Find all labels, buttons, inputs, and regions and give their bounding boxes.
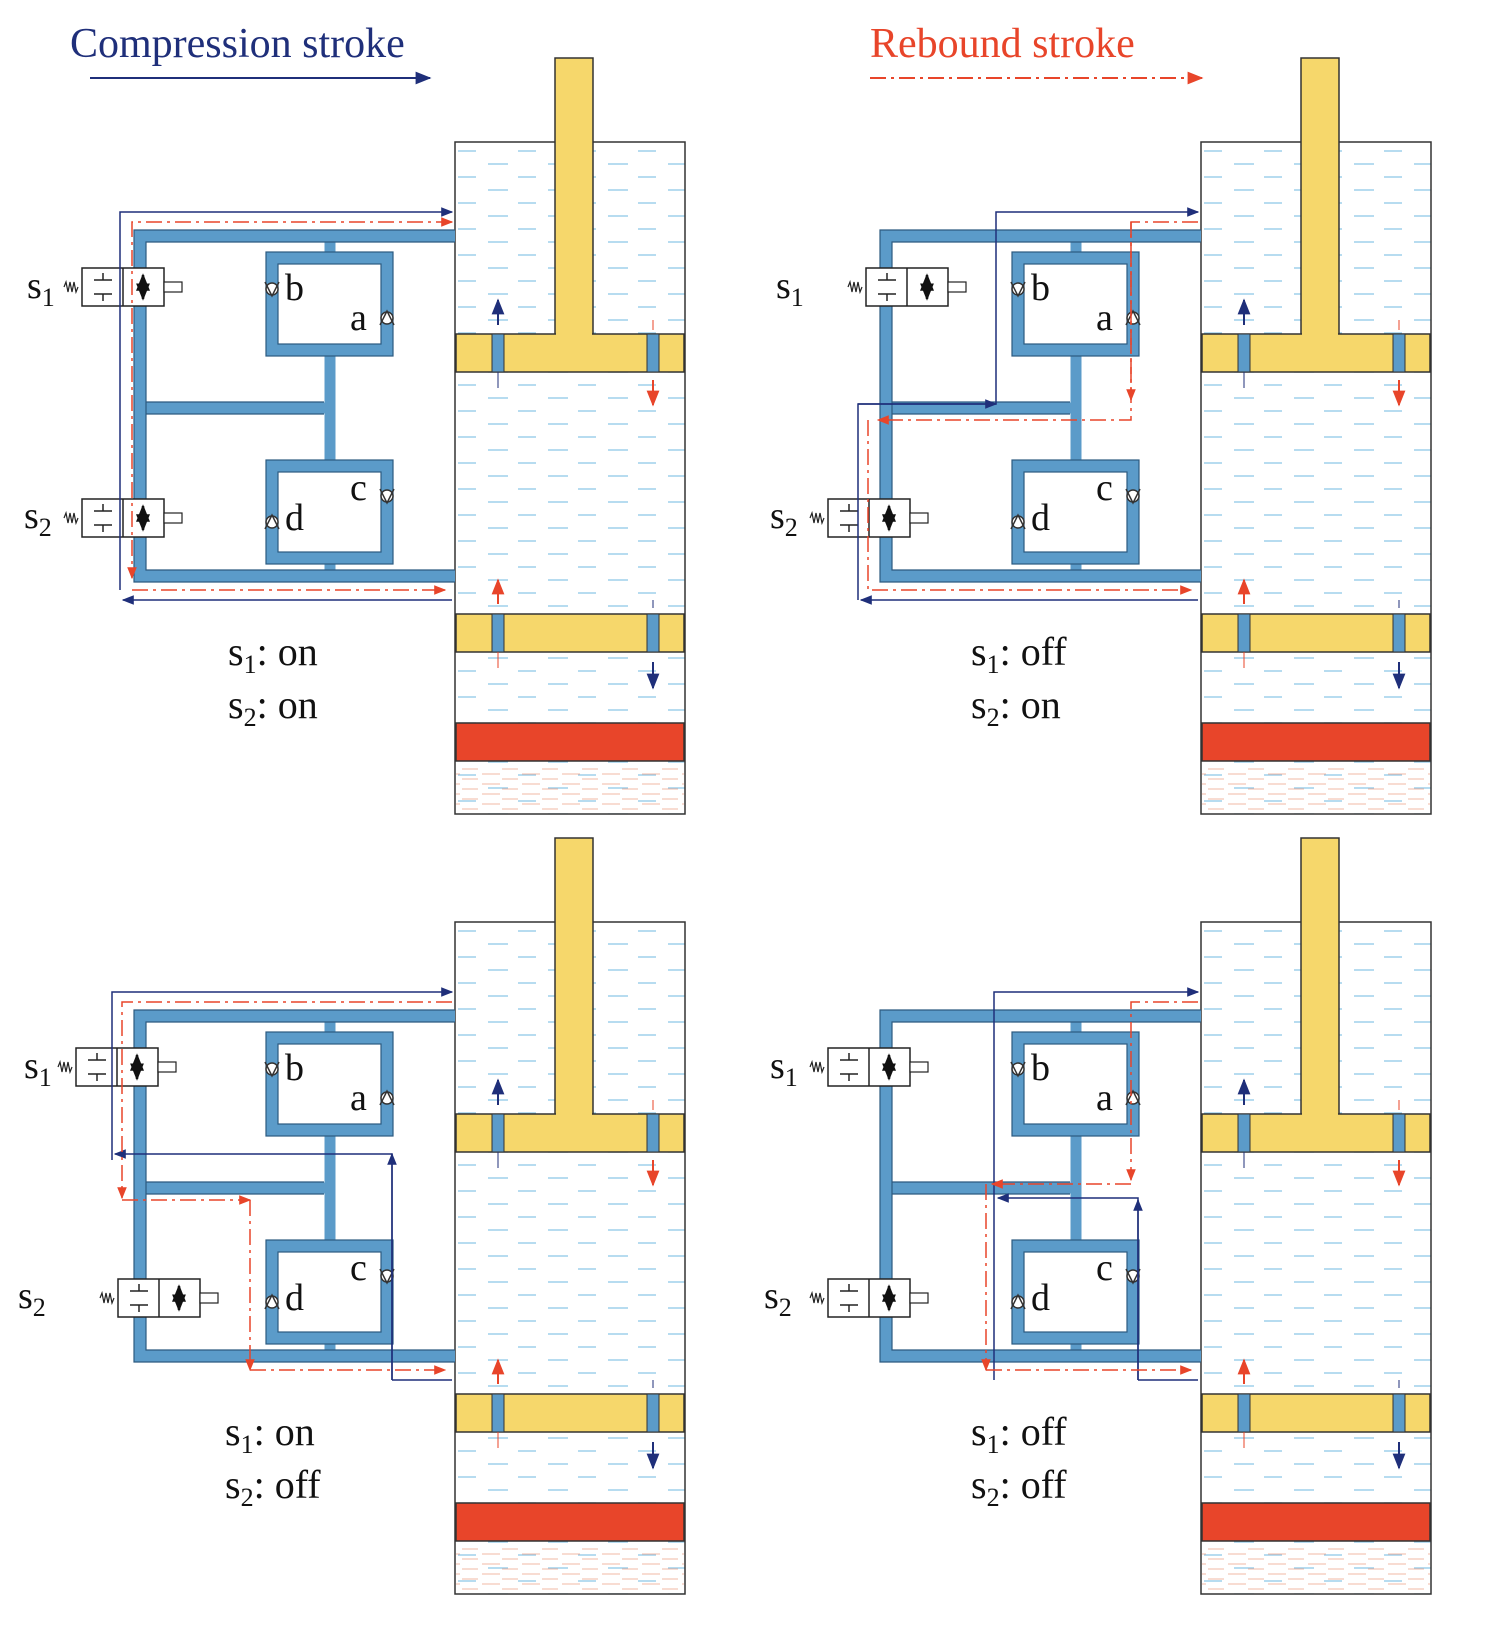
valve-label-a: a — [350, 1077, 367, 1119]
s1-label: s1 — [776, 265, 804, 312]
s1-valve — [848, 268, 966, 306]
compression-legend-label: Compression stroke — [70, 21, 405, 67]
state-s2: s2: off — [971, 1462, 1067, 1512]
s2-valve — [100, 1279, 218, 1317]
valve-label-b: b — [285, 267, 304, 309]
valve-label-a: a — [1096, 297, 1113, 339]
s2-valve — [810, 1279, 928, 1317]
state-s1: s1: on — [225, 1409, 315, 1459]
panel-bottom-left: s1 s2 b a c d s1: on s2: off — [18, 838, 685, 1594]
valve-label-c: c — [350, 467, 367, 509]
panel-bottom-right: s1 s2 b a c d s1: off s2: off — [764, 838, 1431, 1594]
state-s1: s1: on — [228, 629, 318, 679]
s2-label: s2 — [24, 495, 52, 542]
valve-label-b: b — [1031, 267, 1050, 309]
valve-label-d: d — [285, 1277, 304, 1319]
valve-label-d: d — [285, 497, 304, 539]
s2-label: s2 — [764, 1275, 792, 1322]
s2-valve — [64, 499, 182, 537]
rebound-legend-label: Rebound stroke — [870, 21, 1135, 67]
s1-valve — [64, 268, 182, 306]
valve-label-c: c — [1096, 1247, 1113, 1289]
s1-valve — [58, 1048, 176, 1086]
valve-label-c: c — [1096, 467, 1113, 509]
s1-label: s1 — [24, 1045, 52, 1092]
s1-valve — [810, 1048, 928, 1086]
valve-label-d: d — [1031, 1277, 1050, 1319]
panel-top-right: s1 s2 b a c d s1: off s2: on — [770, 58, 1431, 814]
state-s2: s2: off — [225, 1462, 321, 1512]
valve-label-d: d — [1031, 497, 1050, 539]
s2-label: s2 — [18, 1275, 46, 1322]
s1-label: s1 — [27, 265, 55, 312]
state-s1: s1: off — [971, 1409, 1067, 1459]
s2-valve — [810, 499, 928, 537]
s2-label: s2 — [770, 495, 798, 542]
state-s1: s1: off — [971, 629, 1067, 679]
valve-label-b: b — [1031, 1047, 1050, 1089]
state-s2: s2: on — [228, 682, 318, 732]
valve-label-a: a — [1096, 1077, 1113, 1119]
state-s2: s2: on — [971, 682, 1061, 732]
panel-top-left: s1 s2 b a c d s1: on s2: on — [24, 58, 685, 814]
valve-label-c: c — [350, 1247, 367, 1289]
valve-label-b: b — [285, 1047, 304, 1089]
valve-label-a: a — [350, 297, 367, 339]
s1-label: s1 — [770, 1045, 798, 1092]
